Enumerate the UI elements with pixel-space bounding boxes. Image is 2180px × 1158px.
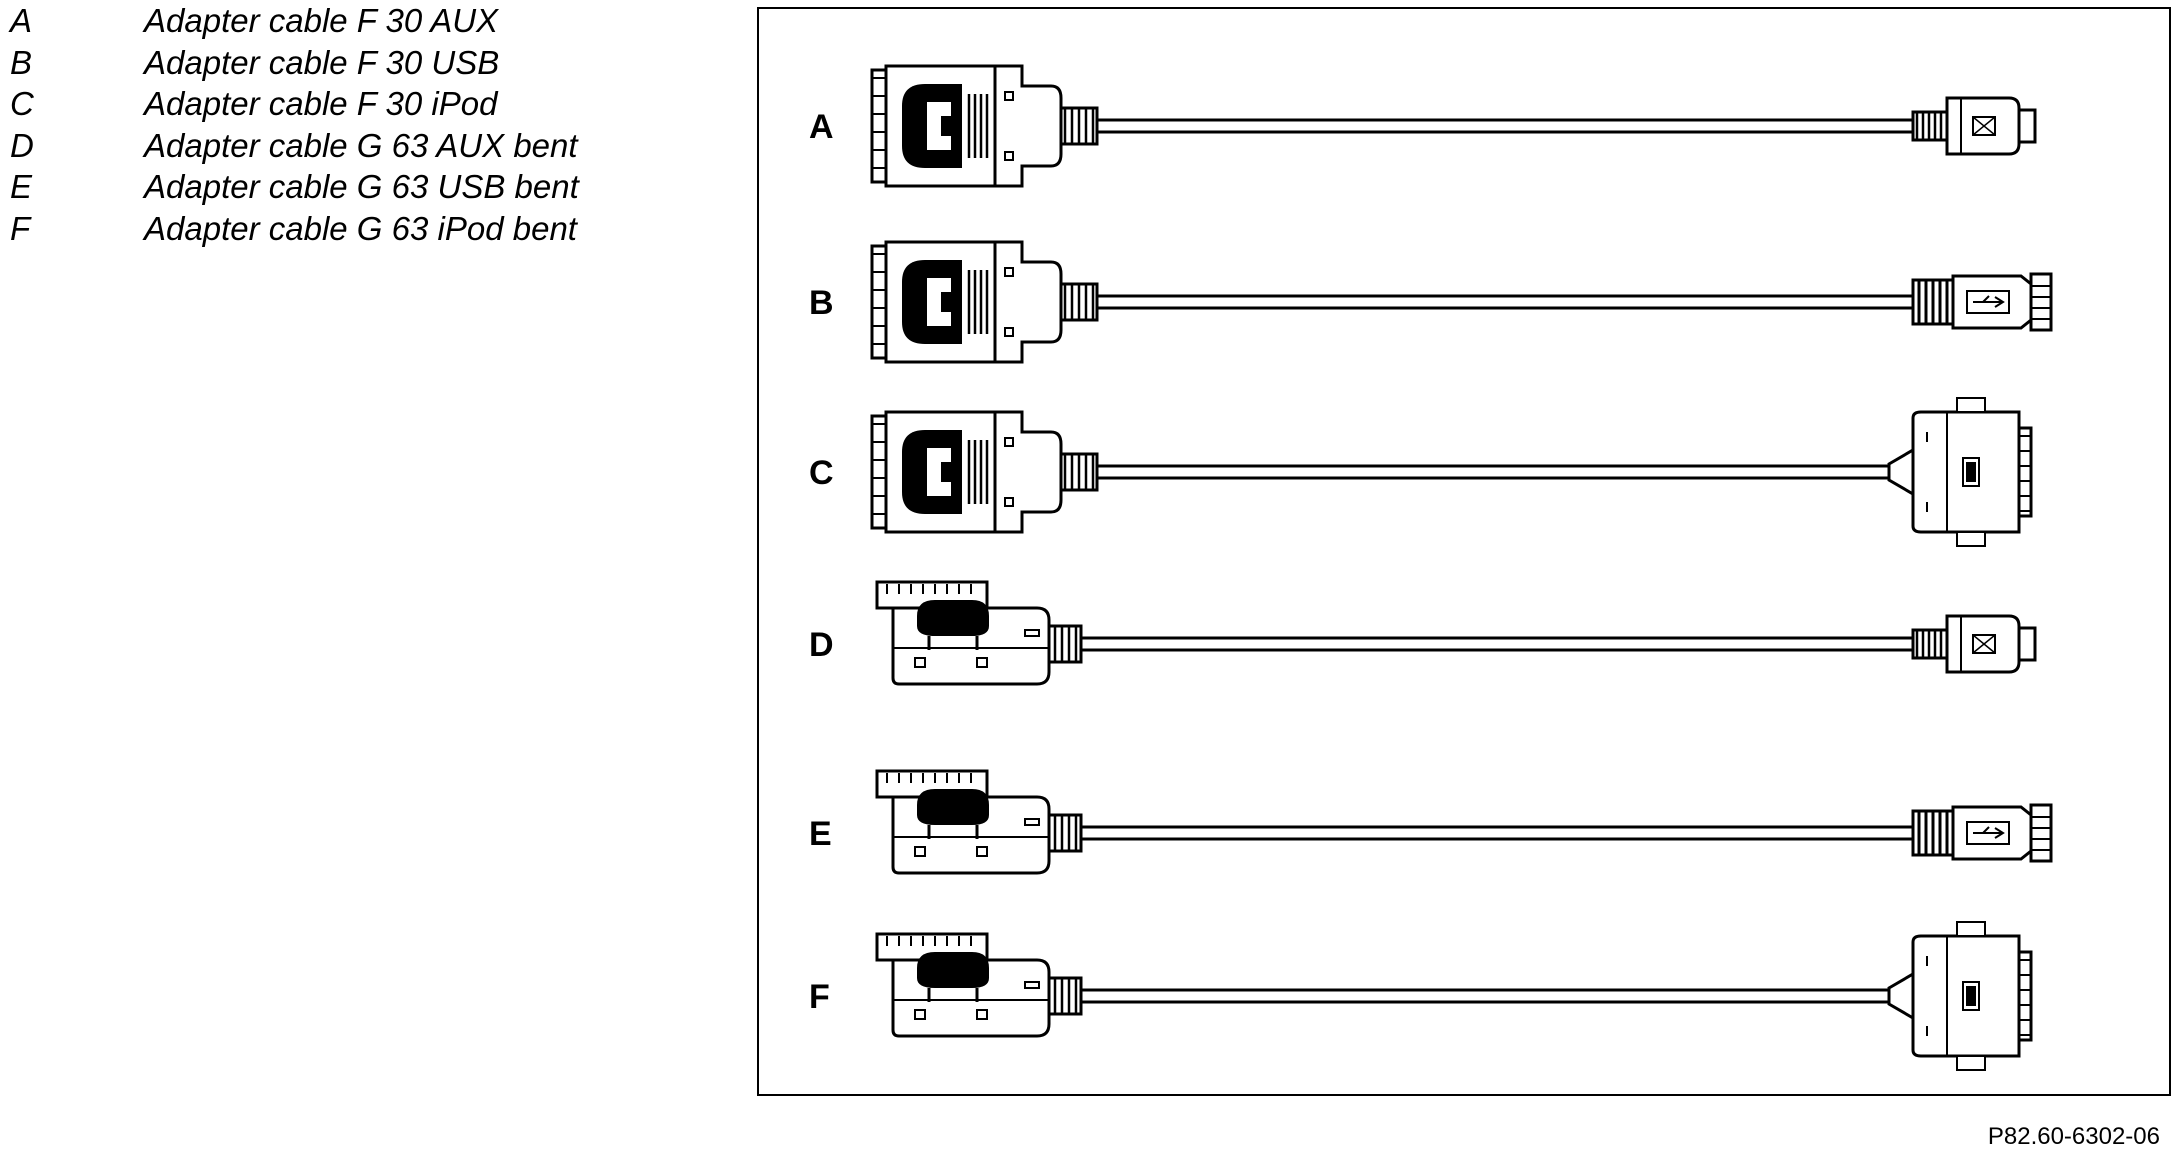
legend-description: Adapter cable G 63 AUX bent — [144, 126, 578, 164]
straight-source-connector — [870, 410, 1099, 534]
diagram-frame — [757, 7, 2171, 1096]
legend-description: Adapter cable F 30 iPod — [144, 85, 498, 123]
cable-label: F — [809, 978, 830, 1016]
cable-diagram: A B C D E F — [809, 64, 2053, 1071]
legend-description: Adapter cable F 30 AUX — [144, 2, 499, 39]
cable-e: E — [809, 769, 2053, 875]
usb-end-connector — [1911, 272, 2053, 332]
usb-end-connector — [1911, 803, 2053, 863]
cable-a: A — [809, 64, 2037, 188]
bent-source-connector — [875, 769, 1083, 875]
cable-label: A — [809, 108, 834, 146]
cable-wire — [1097, 118, 1913, 134]
cable-label: E — [809, 815, 832, 853]
cable-wire — [1097, 294, 1913, 310]
cable-label: D — [809, 626, 834, 664]
legend-letter: F — [10, 209, 31, 247]
cable-label: C — [809, 454, 834, 492]
bent-source-connector — [875, 932, 1083, 1038]
aux-end-connector — [1911, 614, 2037, 674]
cable-d: D — [809, 580, 2037, 686]
cable-wire — [1081, 825, 1913, 841]
legend-letter: C — [10, 85, 34, 123]
legend-letter: D — [10, 126, 34, 164]
cable-b: B — [809, 240, 2053, 364]
cable-wire — [1097, 464, 1889, 480]
cable-wire — [1081, 636, 1913, 652]
straight-source-connector — [870, 240, 1099, 364]
ipod-end-connector — [1887, 397, 2033, 547]
legend-description: Adapter cable G 63 iPod bent — [144, 209, 577, 247]
cable-c: C — [809, 397, 2033, 547]
legend-description: Adapter cable G 63 USB bent — [144, 168, 579, 206]
legend-letter: A — [10, 2, 33, 39]
cable-label: B — [809, 284, 834, 322]
straight-source-connector — [870, 64, 1099, 188]
ipod-end-connector — [1887, 921, 2033, 1071]
cable-f: F — [809, 921, 2033, 1071]
aux-end-connector — [1911, 96, 2037, 156]
figure-reference: P82.60-6302-06 — [1987, 1123, 2160, 1150]
legend-description: Adapter cable F 30 USB — [144, 43, 500, 81]
bent-source-connector — [875, 580, 1083, 686]
legend-letter: E — [10, 168, 33, 206]
legend-letter: B — [10, 43, 33, 81]
cable-wire — [1081, 988, 1889, 1004]
